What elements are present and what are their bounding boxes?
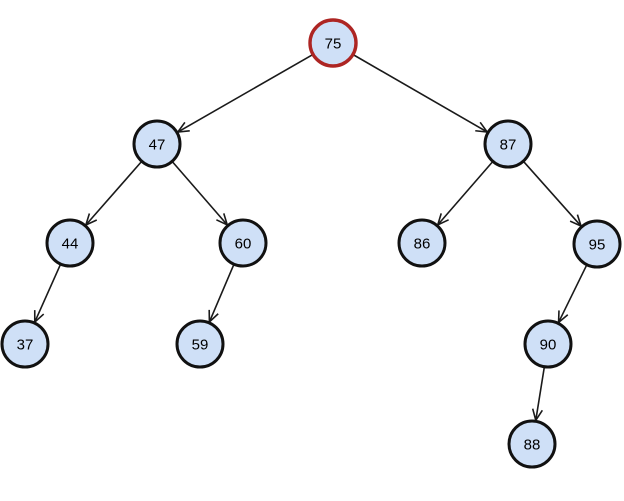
tree-edge bbox=[436, 161, 493, 227]
tree-edge bbox=[353, 54, 489, 133]
node-circle[interactable] bbox=[483, 119, 533, 169]
node-circle[interactable] bbox=[45, 218, 95, 268]
node-circle[interactable] bbox=[0, 319, 50, 369]
node-circle-root[interactable] bbox=[308, 18, 358, 68]
tree-node[interactable]: 59 bbox=[175, 319, 225, 369]
edge-line bbox=[437, 161, 493, 226]
edge-line bbox=[535, 367, 545, 421]
tree-node[interactable]: 60 bbox=[218, 218, 268, 268]
edge-line bbox=[208, 264, 235, 323]
tree-edge bbox=[531, 367, 545, 423]
edge-line bbox=[177, 54, 313, 133]
node-circle[interactable] bbox=[523, 319, 573, 369]
edge-line bbox=[172, 161, 228, 226]
tree-edge bbox=[176, 54, 313, 134]
tree-edge bbox=[557, 265, 588, 325]
tree-node[interactable]: 90 bbox=[523, 319, 573, 369]
node-circle[interactable] bbox=[507, 419, 557, 469]
nodes-layer: 75 47 87 44 60 86 95 37 59 90 88 bbox=[0, 18, 622, 469]
tree-node[interactable]: 75 bbox=[308, 18, 358, 68]
edge-arrowhead-icon bbox=[176, 121, 190, 134]
tree-edge bbox=[172, 161, 229, 227]
tree-edge bbox=[523, 161, 583, 228]
tree-node[interactable]: 87 bbox=[483, 119, 533, 169]
edge-arrowhead-icon bbox=[475, 121, 489, 133]
node-circle[interactable] bbox=[175, 319, 225, 369]
tree-node[interactable]: 44 bbox=[45, 218, 95, 268]
edge-line bbox=[523, 161, 582, 227]
tree-node[interactable]: 86 bbox=[397, 218, 447, 268]
tree-node[interactable]: 88 bbox=[507, 419, 557, 469]
edge-line bbox=[34, 264, 61, 323]
tree-edge bbox=[208, 264, 235, 324]
edge-line bbox=[353, 54, 488, 133]
tree-node[interactable]: 37 bbox=[0, 319, 50, 369]
edge-line bbox=[557, 265, 588, 323]
node-circle[interactable] bbox=[397, 218, 447, 268]
edges-layer bbox=[33, 54, 588, 423]
tree-edge bbox=[33, 264, 61, 324]
tree-node[interactable]: 95 bbox=[572, 219, 622, 269]
node-circle[interactable] bbox=[218, 218, 268, 268]
edge-line bbox=[85, 161, 142, 226]
node-circle[interactable] bbox=[572, 219, 622, 269]
tree-node[interactable]: 47 bbox=[132, 119, 182, 169]
tree-edge bbox=[84, 161, 142, 227]
node-circle[interactable] bbox=[132, 119, 182, 169]
